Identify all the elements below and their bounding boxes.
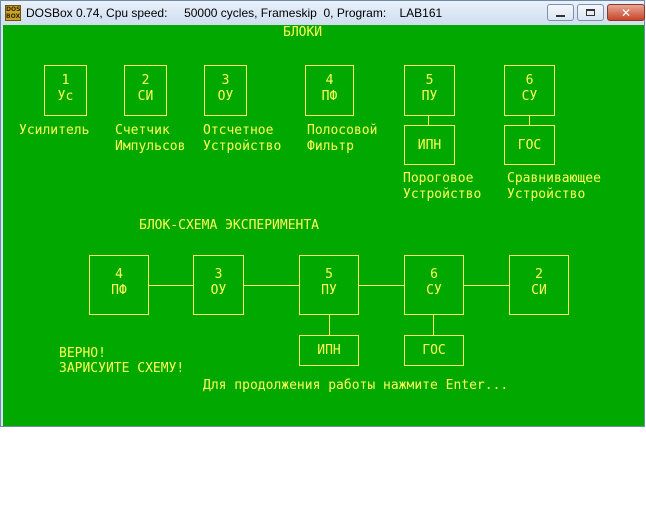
block-4-name-line1: Полосовой: [307, 123, 378, 138]
scheme-pu-connector: [329, 315, 330, 335]
block-5-name-line2: Устройство: [403, 187, 482, 202]
close-icon: ✕: [620, 5, 632, 20]
block-6-name-line2: Устройство: [507, 187, 586, 202]
scheme-block-pu-abbr: ПУ: [321, 283, 337, 298]
block-1-name-line1: Усилитель: [19, 123, 90, 138]
scheme-block-si: 2 СИ: [509, 255, 569, 315]
dos-screen[interactable]: БЛОКИ 1 Ус Усилитель 2 СИ Счетчик Импуль…: [3, 25, 644, 426]
scheme-block-gos-label: ГОС: [422, 343, 446, 358]
scheme-block-ou-number: 3: [214, 267, 223, 282]
scheme-title: БЛОК-СХЕМА ЭКСПЕРИМЕНТА: [139, 218, 320, 233]
block-6-sub-box: ГОС: [504, 125, 555, 165]
block-3-name-line1: Отсчетное: [203, 123, 274, 138]
block-6-number: 6: [525, 73, 534, 88]
block-5-sub-box: ИПН: [404, 125, 455, 165]
block-3-abbr: ОУ: [217, 89, 234, 104]
block-5-number: 5: [425, 73, 434, 88]
scheme-block-pu: 5 ПУ: [299, 255, 359, 315]
block-3-number: 3: [221, 73, 230, 88]
scheme-block-ou-abbr: ОУ: [210, 283, 227, 298]
continue-prompt: Для продолжения работы нажмите Enter...: [203, 378, 509, 393]
block-4-box: 4 ПФ: [305, 65, 354, 116]
title-bar[interactable]: DOS BOX DOSBox 0.74, Cpu speed: 50000 cy…: [1, 1, 645, 25]
close-button[interactable]: ✕: [607, 4, 645, 21]
block-6-abbr: СУ: [521, 89, 538, 104]
block-3-name-line2: Устройство: [203, 139, 282, 154]
scheme-su-connector: [433, 315, 434, 335]
block-3-box: 3 ОУ: [204, 65, 247, 116]
block-6-box: 6 СУ: [504, 65, 555, 116]
scheme-block-si-abbr: СИ: [531, 283, 547, 298]
block-5-abbr: ПУ: [421, 89, 438, 104]
scheme-block-pf-number: 4: [115, 267, 123, 282]
block-1-box: 1 Ус: [44, 65, 87, 116]
block-2-name-line1: Счетчик: [115, 123, 170, 138]
scheme-block-ipn: ИПН: [299, 335, 359, 366]
minimize-icon: [556, 14, 565, 17]
scheme-block-ipn-label: ИПН: [317, 343, 341, 358]
block-6-sub-label: ГОС: [517, 138, 542, 153]
block-6-connector: [529, 116, 530, 125]
scheme-block-su-number: 6: [430, 267, 438, 282]
block-2-number: 2: [141, 73, 150, 88]
scheme-block-si-number: 2: [535, 267, 543, 282]
block-2-name-line2: Импульсов: [115, 139, 186, 154]
maximize-icon: [586, 9, 595, 16]
block-6-name-line1: Сравнивающее: [507, 171, 601, 186]
scheme-block-ou: 3 ОУ: [193, 255, 244, 315]
scheme-block-su: 6 СУ: [404, 255, 464, 315]
message-draw-scheme: ЗАРИСУИТЕ СХЕМУ!: [59, 361, 185, 376]
minimize-button[interactable]: [547, 4, 574, 21]
block-1-abbr: Ус: [57, 89, 74, 104]
block-4-number: 4: [325, 73, 334, 88]
block-1-number: 1: [61, 73, 70, 88]
block-2-abbr: СИ: [137, 89, 154, 104]
window-title: DOSBox 0.74, Cpu speed: 50000 cycles, Fr…: [26, 6, 443, 20]
dosbox-window: DOS BOX DOSBox 0.74, Cpu speed: 50000 cy…: [0, 0, 645, 427]
block-5-connector: [428, 116, 429, 125]
block-5-sub-label: ИПН: [417, 138, 442, 153]
block-2-box: 2 СИ: [124, 65, 167, 116]
scheme-block-gos: ГОС: [404, 335, 464, 366]
dosbox-app-icon[interactable]: DOS BOX: [5, 5, 21, 21]
blocks-title: БЛОКИ: [283, 25, 323, 40]
block-5-box: 5 ПУ: [404, 65, 455, 116]
scheme-block-su-abbr: СУ: [426, 283, 442, 298]
scheme-block-pu-number: 5: [325, 267, 333, 282]
maximize-button[interactable]: [577, 4, 604, 21]
block-5-name-line1: Пороговое: [403, 171, 474, 186]
scheme-block-pf: 4 ПФ: [89, 255, 149, 315]
scheme-block-pf-abbr: ПФ: [111, 283, 127, 298]
block-4-abbr: ПФ: [321, 89, 338, 104]
message-correct: ВЕРНО!: [59, 346, 106, 361]
block-4-name-line2: Фильтр: [307, 139, 354, 154]
